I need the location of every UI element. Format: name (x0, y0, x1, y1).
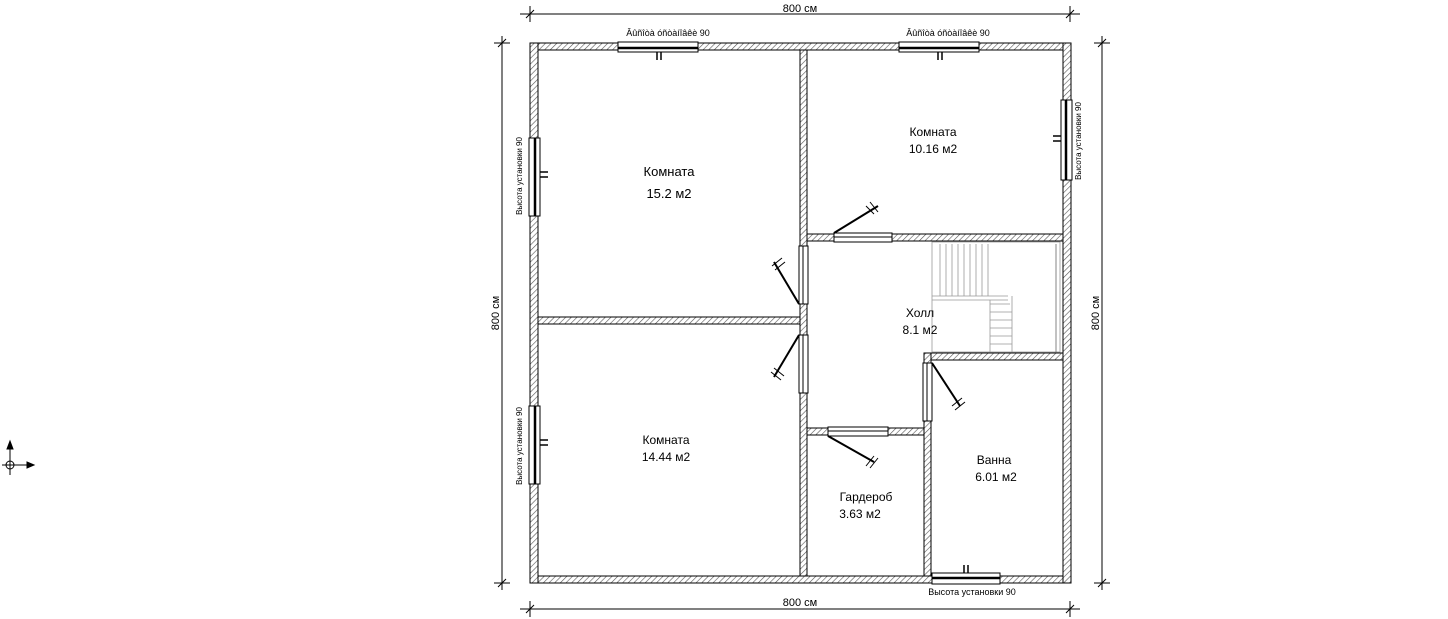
room-bottom-left-name: Комната (643, 433, 690, 447)
bathroom-area: 6.01 м2 (975, 470, 1017, 484)
dimension-right-label: 800 см (1090, 296, 1102, 330)
dimension-lines (494, 6, 1110, 617)
doors (770, 201, 966, 469)
window-bottom (931, 565, 1001, 585)
window-label-right-upper: Высота установки 90 (1074, 102, 1083, 180)
room-bottom-left-area: 14.44 м2 (642, 450, 691, 464)
window-left-lower (528, 405, 548, 485)
window-top-left (617, 41, 699, 60)
window-label-left-upper: Высота установки 90 (515, 137, 524, 215)
windows (528, 41, 1073, 585)
wardrobe-area: 3.63 м2 (839, 507, 881, 521)
room-top-right-area: 10.16 м2 (909, 142, 958, 156)
door-wardrobe (827, 426, 889, 469)
bathroom-name: Ванна (977, 453, 1012, 467)
dimension-top-label: 800 см (783, 3, 817, 15)
door-bottom-left-room (770, 334, 809, 394)
hall-area: 8.1 м2 (903, 323, 938, 337)
window-label-top-left: Âûñîòà óñòàíîâêè 90 (626, 28, 710, 38)
dimension-left-label: 800 см (490, 296, 502, 330)
window-label-top-right: Âûñîòà óñòàíîâêè 90 (906, 28, 990, 38)
door-bathroom (922, 362, 966, 422)
window-label-bottom: Высота установки 90 (928, 587, 1016, 597)
door-top-right-room (833, 201, 893, 243)
wardrobe-name: Гардероб (840, 490, 893, 504)
window-right-upper (1053, 99, 1073, 181)
walls (529, 42, 1072, 584)
ucs-axis-icon[interactable] (2, 439, 36, 475)
room-top-left-name: Комната (644, 164, 696, 179)
room-top-right-name: Комната (910, 125, 957, 139)
window-top-right (898, 41, 980, 60)
window-left-upper (528, 137, 548, 217)
dimension-bottom-label: 800 см (783, 597, 817, 609)
window-label-left-lower: Высота установки 90 (515, 407, 524, 485)
door-top-left-room (771, 245, 809, 305)
hall-name: Холл (906, 306, 934, 320)
staircase (931, 241, 1061, 353)
room-top-left-area: 15.2 м2 (646, 186, 691, 201)
